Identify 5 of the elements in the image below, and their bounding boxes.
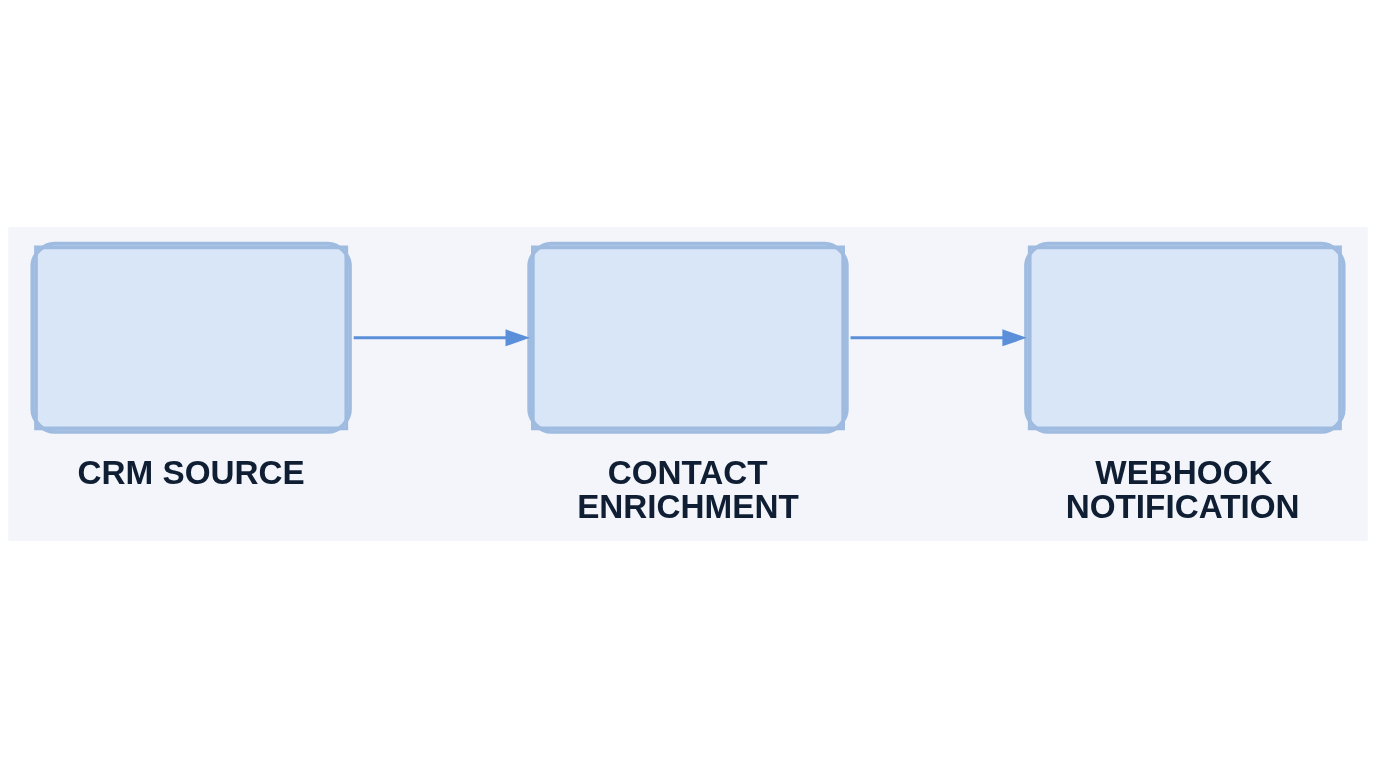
- node-label: CONTACT ENRICHMENT: [577, 454, 799, 525]
- arrow: [850, 329, 1027, 347]
- node-label: WEBHOOK NOTIFICATION: [1065, 454, 1300, 525]
- node-label: CRM SOURCE: [77, 454, 305, 492]
- arrow: [353, 329, 530, 347]
